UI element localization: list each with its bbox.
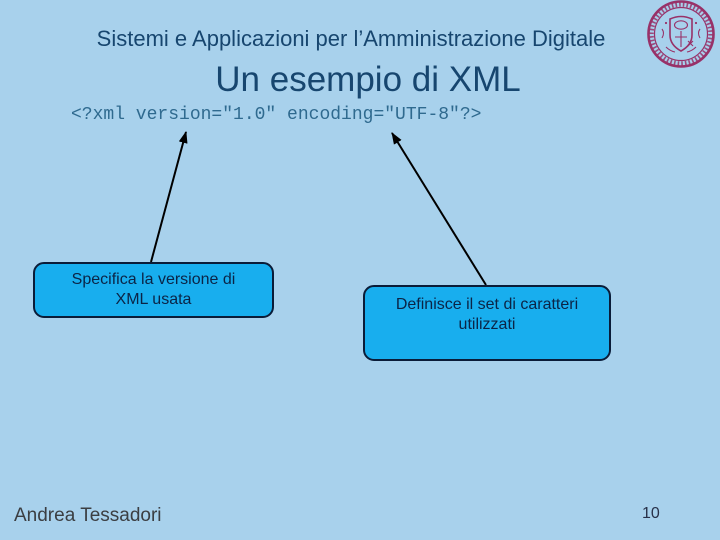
callout-version-box: Specifica la versione di XML usata	[33, 262, 274, 318]
arrow-encoding	[391, 132, 487, 286]
page-number: 10	[642, 505, 660, 522]
university-seal-icon	[647, 0, 715, 68]
callout-encoding-box: Definisce il set di caratteri utilizzati	[363, 285, 611, 361]
footer-author: Andrea Tessadori	[14, 505, 162, 526]
callout-version-label: Specifica la versione di XML usata	[71, 271, 236, 308]
callout-encoding-label: Definisce il set di caratteri utilizzati	[395, 296, 579, 333]
slide-header: Sistemi e Applicazioni per l’Amministraz…	[96, 26, 606, 51]
slide-title: Un esempio di XML	[215, 60, 521, 99]
arrow-version	[150, 131, 188, 263]
xml-declaration-code: <?xml version="1.0" encoding="UTF-8"?>	[71, 105, 482, 125]
